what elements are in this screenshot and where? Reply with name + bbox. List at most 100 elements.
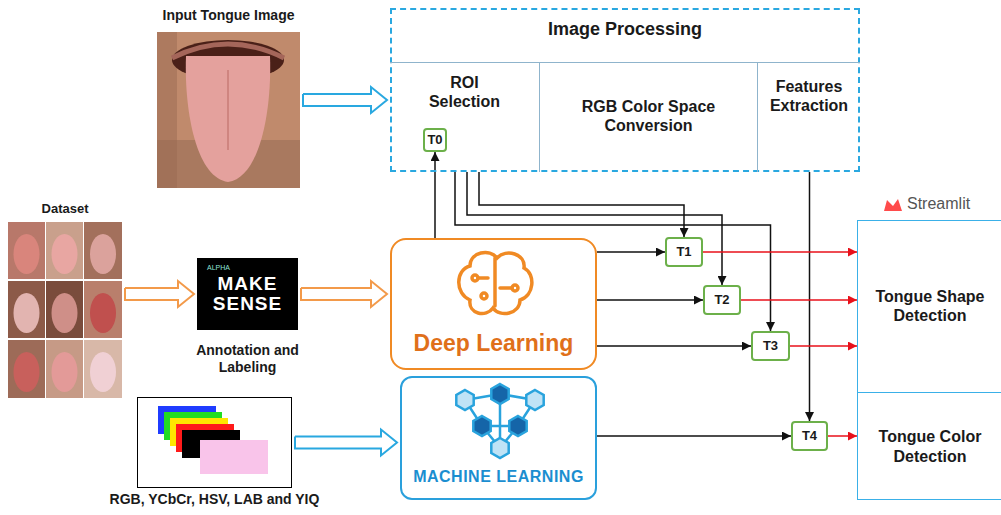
connector-line <box>467 172 722 285</box>
color-swatches <box>200 440 268 474</box>
color-swatches <box>158 406 268 474</box>
streamlit-logo <box>884 199 902 211</box>
dataset-thumbnails <box>8 222 122 398</box>
flow-arrow <box>295 430 397 456</box>
connector-line <box>597 345 751 347</box>
brain-icon <box>459 252 532 313</box>
tap-label: T2 <box>714 292 729 308</box>
dataset-thumbnails <box>8 340 45 398</box>
hexagon-icon <box>456 390 473 410</box>
connector-line <box>597 299 703 301</box>
hexagon-icon <box>491 384 508 404</box>
connector-line <box>597 251 665 253</box>
brain-icon <box>512 285 518 291</box>
tap-label: T3 <box>763 338 778 354</box>
step-label: Features Extraction <box>761 77 857 115</box>
dataset-thumbnails <box>90 234 116 274</box>
tap-label: T4 <box>802 428 817 444</box>
tap-box: T3 <box>751 331 790 361</box>
dataset-thumbnails <box>8 281 45 338</box>
connector-line <box>828 435 857 437</box>
tongue-photo <box>172 44 284 58</box>
annotation-tool-logo: ALPHAMAKE SENSEAnnotation and Labeling <box>197 258 298 330</box>
dataset-thumbnails <box>84 340 122 398</box>
brain-icon <box>493 258 497 306</box>
hexagon-icon <box>491 438 508 458</box>
dataset-grid: Dataset <box>8 222 122 398</box>
dataset-thumbnails <box>46 222 83 279</box>
model-label: MACHINE LEARNING <box>413 467 584 486</box>
flow-arrow <box>125 281 194 307</box>
tongue-photo <box>157 32 300 188</box>
connector-line <box>597 435 791 437</box>
image-heading: Input Tongue Image <box>163 7 295 24</box>
panel-title: Image Processing <box>548 19 702 41</box>
tap-label: T0 <box>427 132 442 148</box>
app-name: Streamlit <box>907 194 970 213</box>
hexagon-icon <box>473 416 490 436</box>
dataset-thumbnails <box>90 352 116 392</box>
output-label: Tongue Color Detection <box>863 427 997 465</box>
brain-icon <box>481 293 487 299</box>
tap-label: T1 <box>676 244 691 260</box>
tap-box: T4 <box>791 421 828 451</box>
hexagon-icon <box>509 416 526 436</box>
step-label: RGB Color Space Conversion <box>564 97 734 135</box>
brain-icon <box>459 252 532 313</box>
dataset-heading: Dataset <box>42 201 89 217</box>
dataset-thumbnails <box>14 234 40 274</box>
model-label: Deep Learning <box>414 330 574 358</box>
connector-line <box>479 172 684 237</box>
brain-icon <box>472 275 478 281</box>
dataset-thumbnails <box>90 293 116 333</box>
hexagon-icon <box>526 390 543 410</box>
output-box: Tongue Color Detection <box>857 393 1001 500</box>
connector-line <box>703 251 857 253</box>
tongue-photo <box>157 32 300 188</box>
streamlit-logo <box>884 199 902 211</box>
connector-line <box>741 299 857 301</box>
dataset-thumbnails <box>52 293 78 333</box>
tongue-photo <box>227 70 229 150</box>
dataset-thumbnails <box>84 281 122 338</box>
connector-line <box>790 345 857 347</box>
logo-text: MAKE SENSE <box>208 274 288 314</box>
output-panel: StreamlitTongue Shape DetectionTongue Co… <box>857 220 1001 500</box>
step-label: ROI Selection <box>419 73 511 111</box>
dataset-thumbnails <box>46 281 83 338</box>
process-step: ROI SelectionT0 <box>390 62 540 172</box>
process-step: RGB Color Space Conversion <box>540 62 758 172</box>
dataset-thumbnails <box>84 222 122 279</box>
dataset-thumbnails <box>14 293 40 333</box>
hexagon-icon <box>456 384 543 458</box>
logo-tag: ALPHA <box>207 264 230 272</box>
tool-caption: Annotation and Labeling <box>183 342 313 376</box>
connector-line <box>809 172 811 421</box>
processing-panel: Image ProcessingROI SelectionT0 RGB Color… <box>390 8 860 172</box>
color-space-box: RGB, YCbCr, HSV, LAB and YIQ <box>137 397 292 488</box>
dataset-thumbnails <box>52 234 78 274</box>
output-label: Tongue Shape Detection <box>863 287 997 325</box>
color-space-caption: RGB, YCbCr, HSV, LAB and YIQ <box>110 491 320 508</box>
process-step: Features Extraction <box>758 62 860 172</box>
dataset-thumbnails <box>52 352 78 392</box>
flow-arrow <box>301 281 387 307</box>
dataset-thumbnails <box>14 352 40 392</box>
flow-arrow <box>303 87 387 113</box>
tap-box: T0 <box>423 128 447 152</box>
dataset-thumbnails <box>46 340 83 398</box>
tap-box: T1 <box>665 237 703 267</box>
tap-box: T2 <box>703 285 741 315</box>
output-box: Tongue Shape Detection <box>857 220 1001 393</box>
tongue-photo <box>186 56 270 182</box>
model-box: Deep Learning <box>390 238 597 370</box>
photo-frame: Input Tongue Image <box>157 32 300 188</box>
connector-line <box>434 152 436 238</box>
model-box: MACHINE LEARNING <box>400 376 597 500</box>
brain-icon <box>500 286 512 290</box>
dataset-thumbnails <box>8 222 45 279</box>
